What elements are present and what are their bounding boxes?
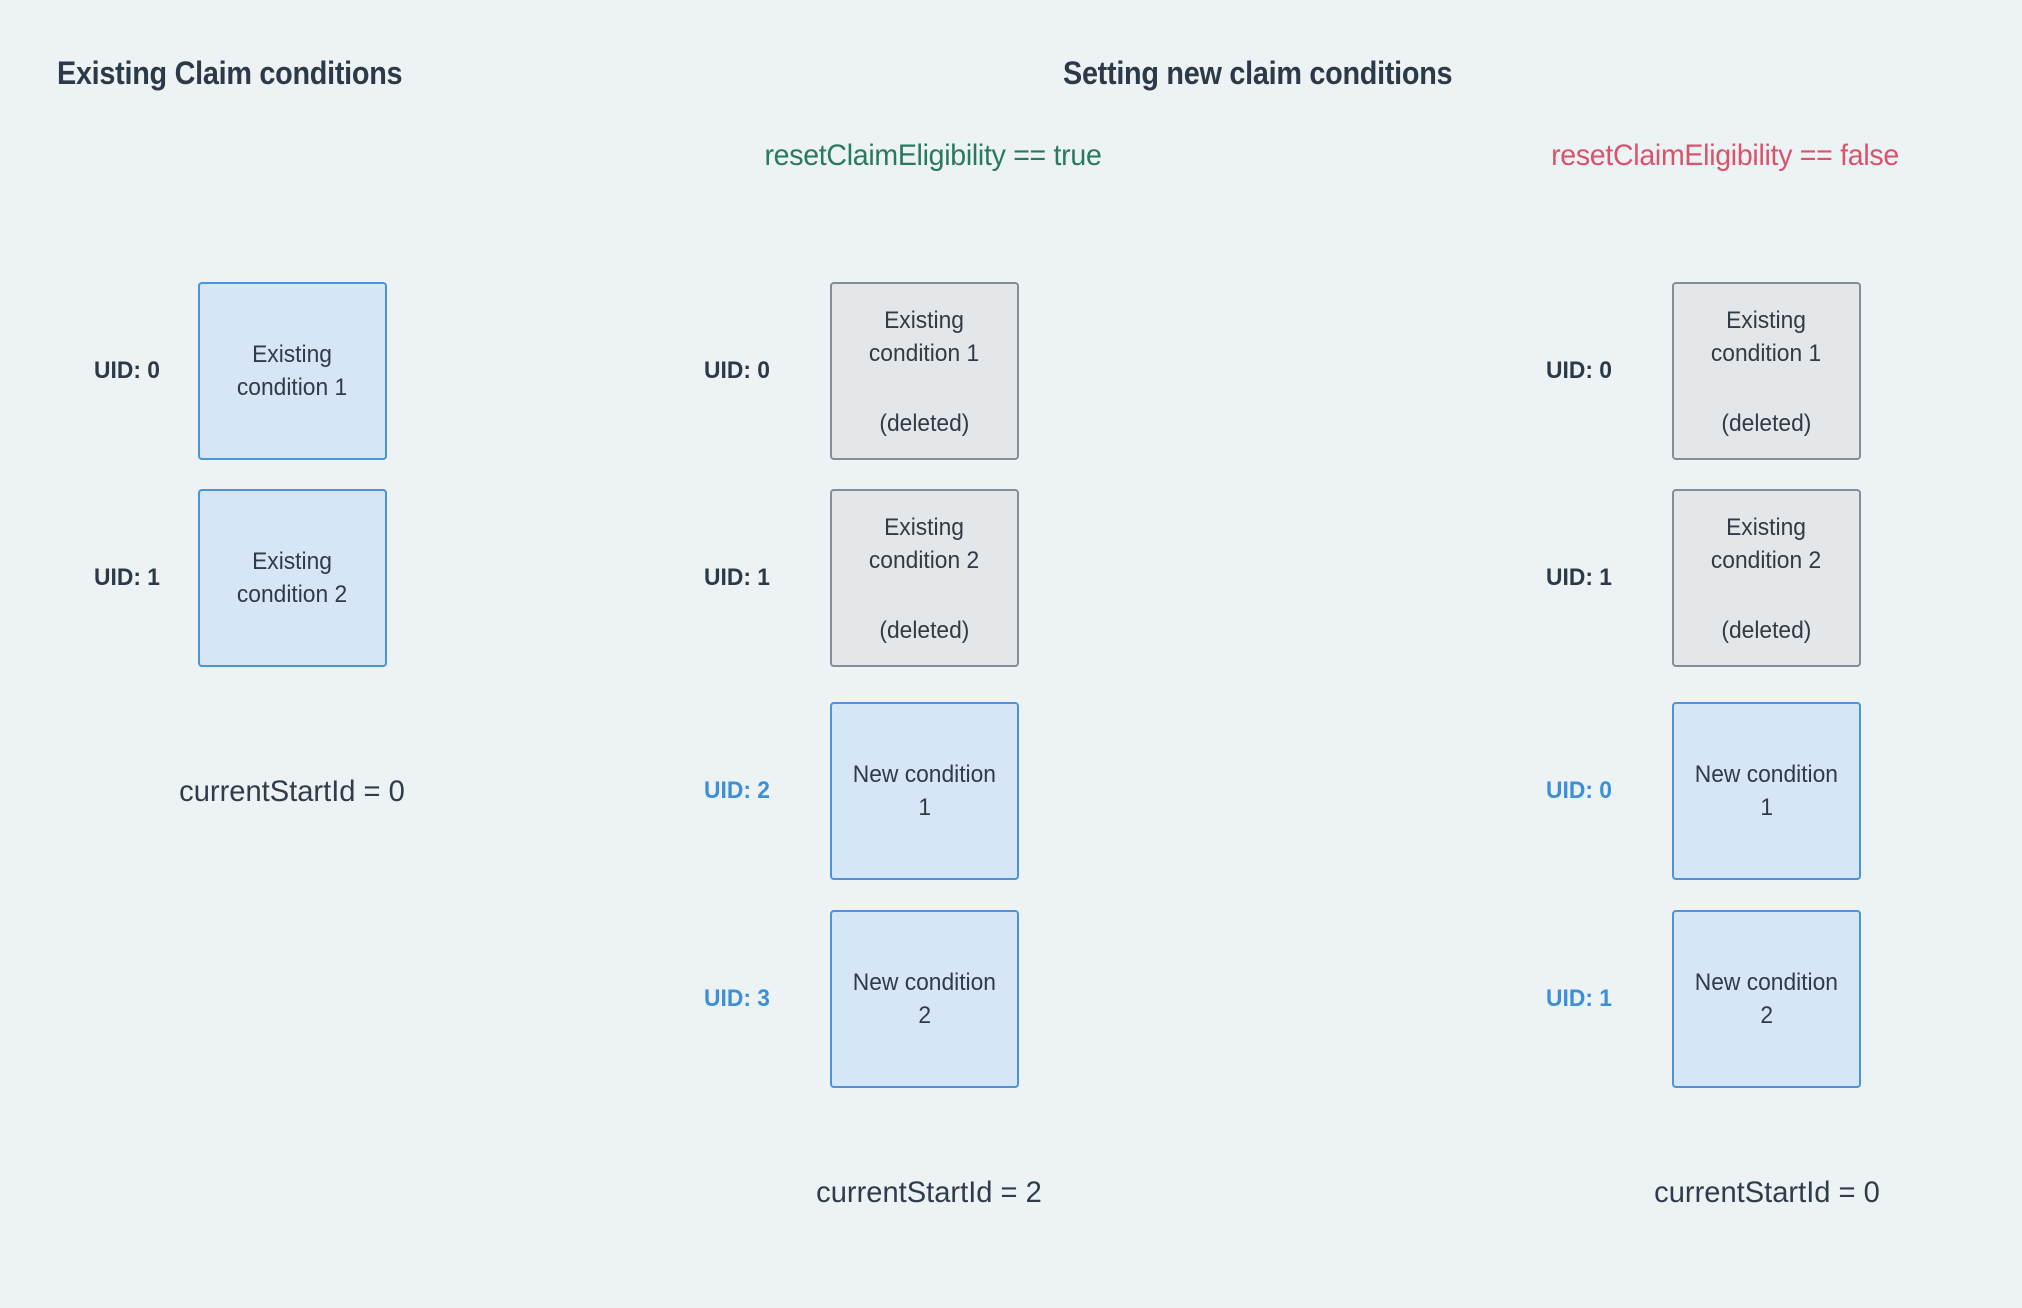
box-line: condition 2 bbox=[869, 547, 980, 574]
box-line: Existing bbox=[1726, 514, 1807, 541]
condition-box-deleted: Existing condition 2 (deleted) bbox=[1672, 489, 1861, 667]
existing-conditions-heading: Existing Claim conditions bbox=[57, 55, 403, 91]
uid-label: UID: 0 bbox=[704, 357, 770, 384]
uid-label: UID: 1 bbox=[94, 564, 160, 591]
box-line: 1 bbox=[1760, 794, 1773, 821]
box-line: Existing bbox=[884, 307, 965, 334]
condition-box-deleted: Existing condition 1 (deleted) bbox=[830, 282, 1019, 460]
deleted-status: (deleted) bbox=[1721, 617, 1812, 644]
condition-box-deleted: Existing condition 1 (deleted) bbox=[1672, 282, 1861, 460]
setting-conditions-heading: Setting new claim conditions bbox=[1063, 55, 1453, 91]
uid-label: UID: 2 bbox=[704, 777, 770, 804]
box-line: 1 bbox=[918, 794, 931, 821]
box-line: Existing bbox=[252, 341, 333, 368]
box-line: Existing bbox=[1726, 307, 1807, 334]
deleted-status: (deleted) bbox=[1721, 410, 1812, 437]
condition-box: Existing condition 1 bbox=[198, 282, 387, 460]
uid-label: UID: 1 bbox=[704, 564, 770, 591]
box-line: condition 2 bbox=[1711, 547, 1822, 574]
box-line: 2 bbox=[918, 1002, 931, 1029]
reset-eligibility-true-label: resetClaimEligibility == true bbox=[764, 139, 1102, 172]
uid-label: UID: 0 bbox=[1546, 357, 1612, 384]
current-start-id: currentStartId = 0 bbox=[1654, 1176, 1880, 1209]
box-line: condition 1 bbox=[1711, 340, 1822, 367]
box-line: condition 1 bbox=[237, 374, 348, 401]
box-line: 2 bbox=[1760, 1002, 1773, 1029]
uid-label: UID: 1 bbox=[1546, 564, 1612, 591]
condition-box: New condition 2 bbox=[1672, 910, 1861, 1088]
box-line: condition 1 bbox=[869, 340, 980, 367]
condition-box: Existing condition 2 bbox=[198, 489, 387, 667]
uid-label: UID: 0 bbox=[94, 357, 160, 384]
condition-box: New condition 1 bbox=[1672, 702, 1861, 880]
box-line: Existing bbox=[884, 514, 965, 541]
condition-box: New condition 2 bbox=[830, 910, 1019, 1088]
reset-eligibility-false-label: resetClaimEligibility == false bbox=[1551, 139, 1899, 172]
box-line: Existing bbox=[252, 548, 333, 575]
deleted-status: (deleted) bbox=[879, 410, 970, 437]
box-line: New condition bbox=[1694, 761, 1839, 788]
current-start-id: currentStartId = 2 bbox=[816, 1176, 1042, 1209]
deleted-status: (deleted) bbox=[879, 617, 970, 644]
box-line: New condition bbox=[852, 969, 997, 996]
condition-box: New condition 1 bbox=[830, 702, 1019, 880]
uid-label: UID: 3 bbox=[704, 985, 770, 1012]
box-line: condition 2 bbox=[237, 581, 348, 608]
current-start-id: currentStartId = 0 bbox=[179, 775, 405, 808]
box-line: New condition bbox=[1694, 969, 1839, 996]
uid-label: UID: 0 bbox=[1546, 777, 1612, 804]
uid-label: UID: 1 bbox=[1546, 985, 1612, 1012]
box-line: New condition bbox=[852, 761, 997, 788]
condition-box-deleted: Existing condition 2 (deleted) bbox=[830, 489, 1019, 667]
